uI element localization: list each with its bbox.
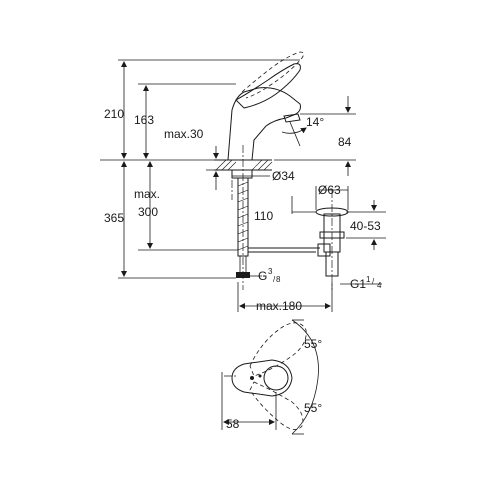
spout-angle-line [289,121,301,147]
dim-365: 365 [104,211,124,225]
dim-o63: Ø63 [318,183,341,197]
side-view: 210 163 max.30 14° 84 Ø34 max. 300 365 [100,51,386,313]
dim-g114-den: 4 [377,281,382,290]
dim-110: 110 [254,209,273,223]
lever-cap [263,365,289,391]
dim-g38-base: G [258,269,267,283]
dim-g114-num: 1 [366,275,371,284]
dim-g38-den: 8 [276,275,281,284]
lever-handle [235,63,301,109]
dim-84: 84 [338,135,352,149]
dim-g114-base: G1 [350,277,366,291]
deck-hatch-right [251,159,273,171]
dim-4053: 40-53 [350,219,381,233]
dim-55-top: 55° [304,337,322,351]
faucet-body [227,87,301,161]
lever-raised-outline [241,51,304,99]
dim-max180: max.180 [256,299,302,313]
mark-dot-2 [258,374,262,378]
dim-163: 163 [134,113,154,127]
dim-max30: max.30 [164,127,204,141]
svg-text:/: / [273,275,276,284]
faucet-top-body [231,359,293,397]
dim-55-bottom: 55° [304,401,322,415]
dim-58: 58 [226,417,240,431]
lever-rotated-down [249,381,304,430]
mark-dot-1 [250,376,254,380]
dim-g38-num: 3 [268,267,273,276]
lever-rotated-up [249,322,307,377]
drain-rod-connector [317,243,331,257]
spout-angle-arc [281,127,307,134]
dim-300: 300 [138,205,158,219]
dim-14deg: 14° [306,115,324,129]
deck-hatch-left [215,159,237,171]
dim-o34: Ø34 [272,169,295,183]
svg-text:/: / [372,277,375,286]
spout-outlet [283,113,301,123]
top-view: 58 55° 55° [221,319,322,435]
mounting-nut [231,169,253,179]
swing-arc [291,319,319,435]
dim-210: 210 [104,107,124,121]
dim-max-label: max. [134,187,160,201]
